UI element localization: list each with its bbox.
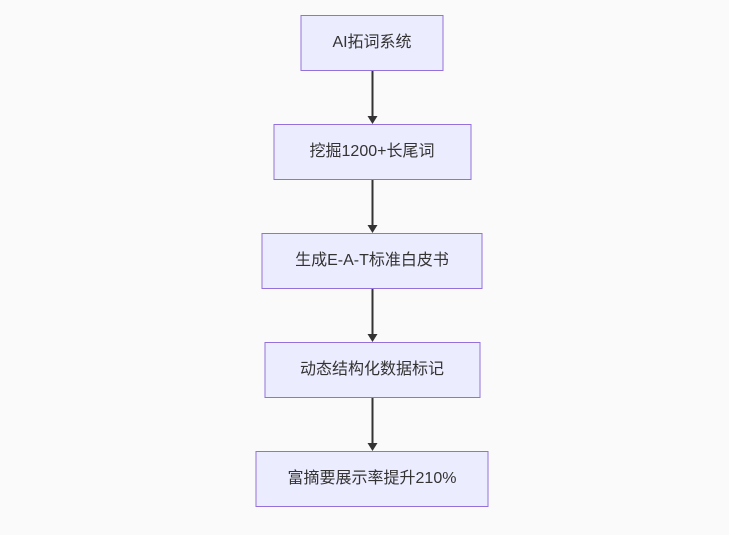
arrowhead-down-icon bbox=[367, 334, 377, 342]
node-label: 生成E-A-T标准白皮书 bbox=[295, 252, 449, 269]
flow-node-rich-snippet-result: 富摘要展示率提升210% bbox=[255, 451, 489, 507]
arrow-line bbox=[371, 398, 373, 445]
flow-node-longtail-mining: 挖掘1200+长尾词 bbox=[273, 124, 471, 180]
arrow-line bbox=[371, 289, 373, 336]
flow-arrow bbox=[366, 289, 378, 342]
arrow-line bbox=[371, 71, 373, 118]
arrowhead-down-icon bbox=[367, 116, 377, 124]
flow-arrow bbox=[366, 398, 378, 451]
arrowhead-down-icon bbox=[367, 225, 377, 233]
node-label: 动态结构化数据标记 bbox=[299, 361, 444, 378]
node-label: 富摘要展示率提升210% bbox=[287, 470, 457, 487]
flowchart: AI拓词系统 挖掘1200+长尾词 生成E-A-T标准白皮书 动态结构化数据标记… bbox=[255, 15, 489, 507]
flow-arrow bbox=[366, 71, 378, 124]
flow-node-eat-whitepaper: 生成E-A-T标准白皮书 bbox=[261, 233, 483, 289]
node-label: 挖掘1200+长尾词 bbox=[309, 143, 435, 160]
flow-arrow bbox=[366, 180, 378, 233]
flow-node-structured-data-markup: 动态结构化数据标记 bbox=[264, 342, 480, 398]
arrowhead-down-icon bbox=[367, 443, 377, 451]
node-label: AI拓词系统 bbox=[332, 34, 412, 51]
flow-node-ai-keyword-system: AI拓词系统 bbox=[300, 15, 444, 71]
arrow-line bbox=[371, 180, 373, 227]
